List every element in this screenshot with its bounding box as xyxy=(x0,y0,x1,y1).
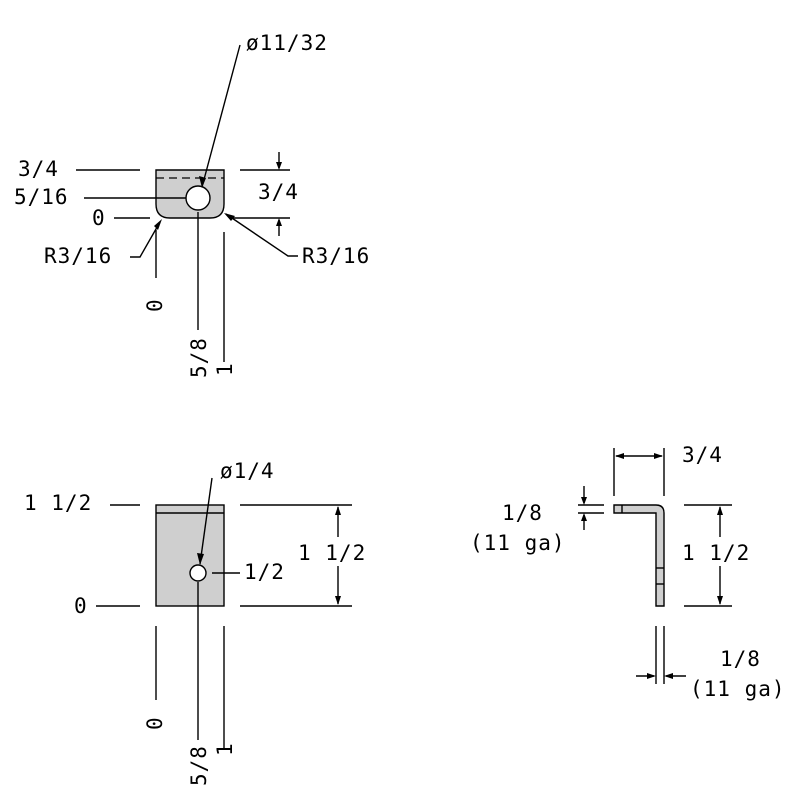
side-view-label-1-8-bottom: 1/8 xyxy=(720,647,761,671)
top-view-label-3-4-right: 3/4 xyxy=(258,180,299,204)
front-view-hole xyxy=(189,564,207,582)
front-view: ø1/4 1 1/2 0 1/2 1 1/2 0 5/8 1 xyxy=(24,459,366,786)
front-view-hole-diameter-label: ø1/4 xyxy=(220,459,275,483)
front-view-hole-leader xyxy=(199,477,213,565)
top-view-label-3-4-left: 3/4 xyxy=(18,157,59,181)
front-view-label-0-bottom: 0 xyxy=(143,716,167,730)
top-view-radius-right-leader xyxy=(225,213,298,257)
side-view-label-3-4: 3/4 xyxy=(682,443,723,467)
top-view-label-0-bottom: 0 xyxy=(143,298,167,312)
front-view-hole-leader-arrow xyxy=(197,553,204,565)
front-view-label-0-left: 0 xyxy=(74,594,88,618)
side-view-label-11ga-bottom: (11 ga) xyxy=(690,677,786,701)
top-view-radius-left-arrow xyxy=(154,219,162,230)
side-view-label-1-1-2: 1 1/2 xyxy=(682,541,750,565)
front-view-dim-right-arrow-bottom xyxy=(335,596,341,605)
front-view-label-1-1-2-left: 1 1/2 xyxy=(24,491,92,515)
side-view-dim-width-arrow-right xyxy=(654,453,663,459)
top-view: ø11/32 3/4 5/16 0 R3/16 R3/16 3/4 0 5/8 … xyxy=(14,31,370,378)
side-view-dim-height-arrow-top xyxy=(717,506,723,515)
top-view-radius-right-arrow xyxy=(224,213,235,221)
front-view-label-5-8: 5/8 xyxy=(187,745,211,786)
top-view-hole-leader-arrow xyxy=(199,176,206,188)
front-view-dim-right-arrow-top xyxy=(335,506,341,515)
side-view-dim-height-arrow-bottom xyxy=(717,596,723,605)
top-view-label-radius-left: R3/16 xyxy=(44,244,112,268)
top-view-hole-diameter-label: ø11/32 xyxy=(246,31,328,55)
side-view-dim-width-arrow-left xyxy=(615,453,624,459)
side-view-label-11ga-top: (11 ga) xyxy=(470,531,566,555)
top-view-label-0-left: 0 xyxy=(92,206,106,230)
front-view-label-1-2: 1/2 xyxy=(244,560,285,584)
top-view-radius-left-leader xyxy=(130,221,161,258)
top-view-label-1: 1 xyxy=(213,362,237,376)
side-view-dim-bottom-arrow-left xyxy=(647,673,656,679)
side-view-dim-bottom-arrow-right xyxy=(664,673,673,679)
top-view-label-5-16: 5/16 xyxy=(14,185,69,209)
top-view-hole xyxy=(185,185,211,211)
side-view-part-outline xyxy=(613,504,665,607)
front-view-part-outline xyxy=(155,504,225,607)
top-view-hole-leader xyxy=(201,44,241,188)
top-view-label-5-8: 5/8 xyxy=(187,337,211,378)
side-view-thk-arrow-bottom xyxy=(581,513,587,521)
front-view-label-1: 1 xyxy=(213,742,237,756)
front-view-label-1-1-2-right: 1 1/2 xyxy=(298,541,366,565)
side-view: 3/4 1/8 (11 ga) 1 1/2 1/8 (11 ga) xyxy=(470,443,786,701)
side-view-label-1-8-top: 1/8 xyxy=(502,501,543,525)
top-view-dim-right-arrow-bottom xyxy=(276,218,282,226)
top-view-label-radius-right: R3/16 xyxy=(302,244,370,268)
side-view-thk-arrow-top xyxy=(581,497,587,505)
top-view-dim-right-arrow-top xyxy=(276,162,282,170)
